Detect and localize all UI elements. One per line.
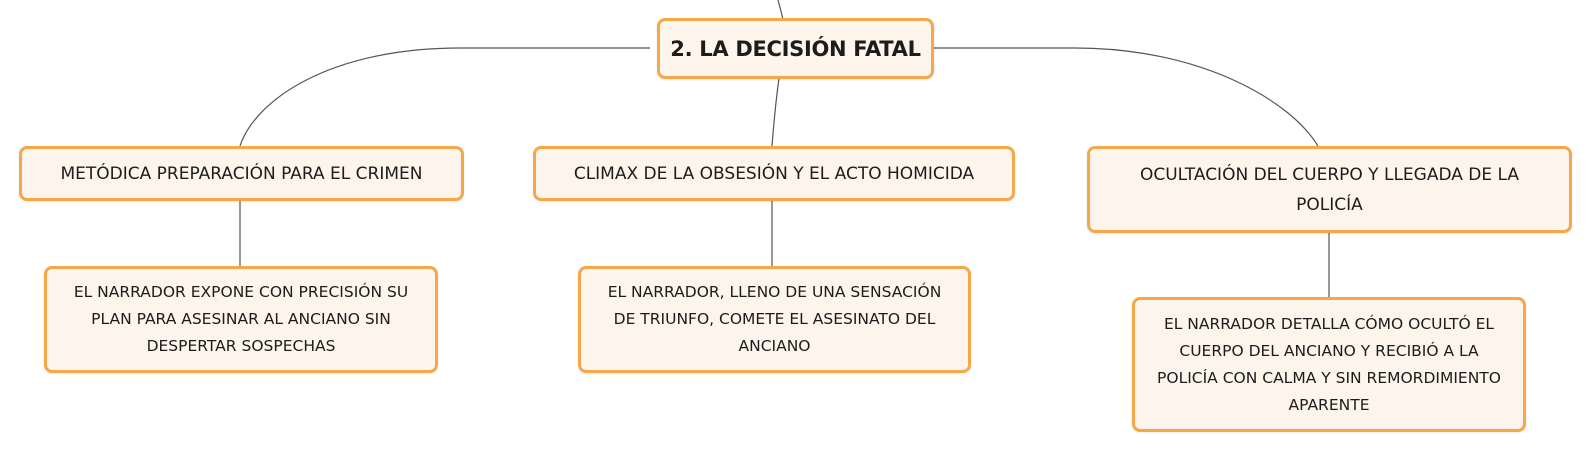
branch-label: CLIMAX DE LA OBSESIÓN Y EL ACTO HOMICIDA <box>573 163 975 184</box>
leaf-label: EL NARRADOR DETALLA CÓMO OCULTÓ EL CUERP… <box>1157 314 1501 414</box>
branch-label: OCULTACIÓN DEL CUERPO Y LLEGADA DE LA PO… <box>1139 164 1520 215</box>
leaf-label: EL NARRADOR EXPONE CON PRECISIÓN SU PLAN… <box>73 283 409 355</box>
incoming-connector <box>777 0 784 21</box>
branch-label: METÓDICA PREPARACIÓN PARA EL CRIMEN <box>60 163 423 184</box>
root-topic-label: 2. LA DECISIÓN FATAL <box>670 36 921 61</box>
branch-node-ocultacion[interactable]: OCULTACIÓN DEL CUERPO Y LLEGADA DE LA PO… <box>1087 146 1572 233</box>
leaf-node-ocultacion[interactable]: EL NARRADOR DETALLA CÓMO OCULTÓ EL CUERP… <box>1132 297 1526 432</box>
leaf-label: EL NARRADOR, LLENO DE UNA SENSACIÓN DE T… <box>607 283 942 355</box>
connector-root-to-branch-1 <box>239 47 650 147</box>
branch-node-preparacion[interactable]: METÓDICA PREPARACIÓN PARA EL CRIMEN <box>19 146 464 201</box>
branch-node-climax[interactable]: CLIMAX DE LA OBSESIÓN Y EL ACTO HOMICIDA <box>533 146 1015 201</box>
leaf-node-preparacion[interactable]: EL NARRADOR EXPONE CON PRECISIÓN SU PLAN… <box>44 266 438 373</box>
connector-root-to-branch-3 <box>918 47 1319 147</box>
root-topic-node[interactable]: 2. LA DECISIÓN FATAL <box>657 18 934 79</box>
leaf-node-climax[interactable]: EL NARRADOR, LLENO DE UNA SENSACIÓN DE T… <box>578 266 971 373</box>
connector-root-to-branch-2 <box>771 77 780 147</box>
